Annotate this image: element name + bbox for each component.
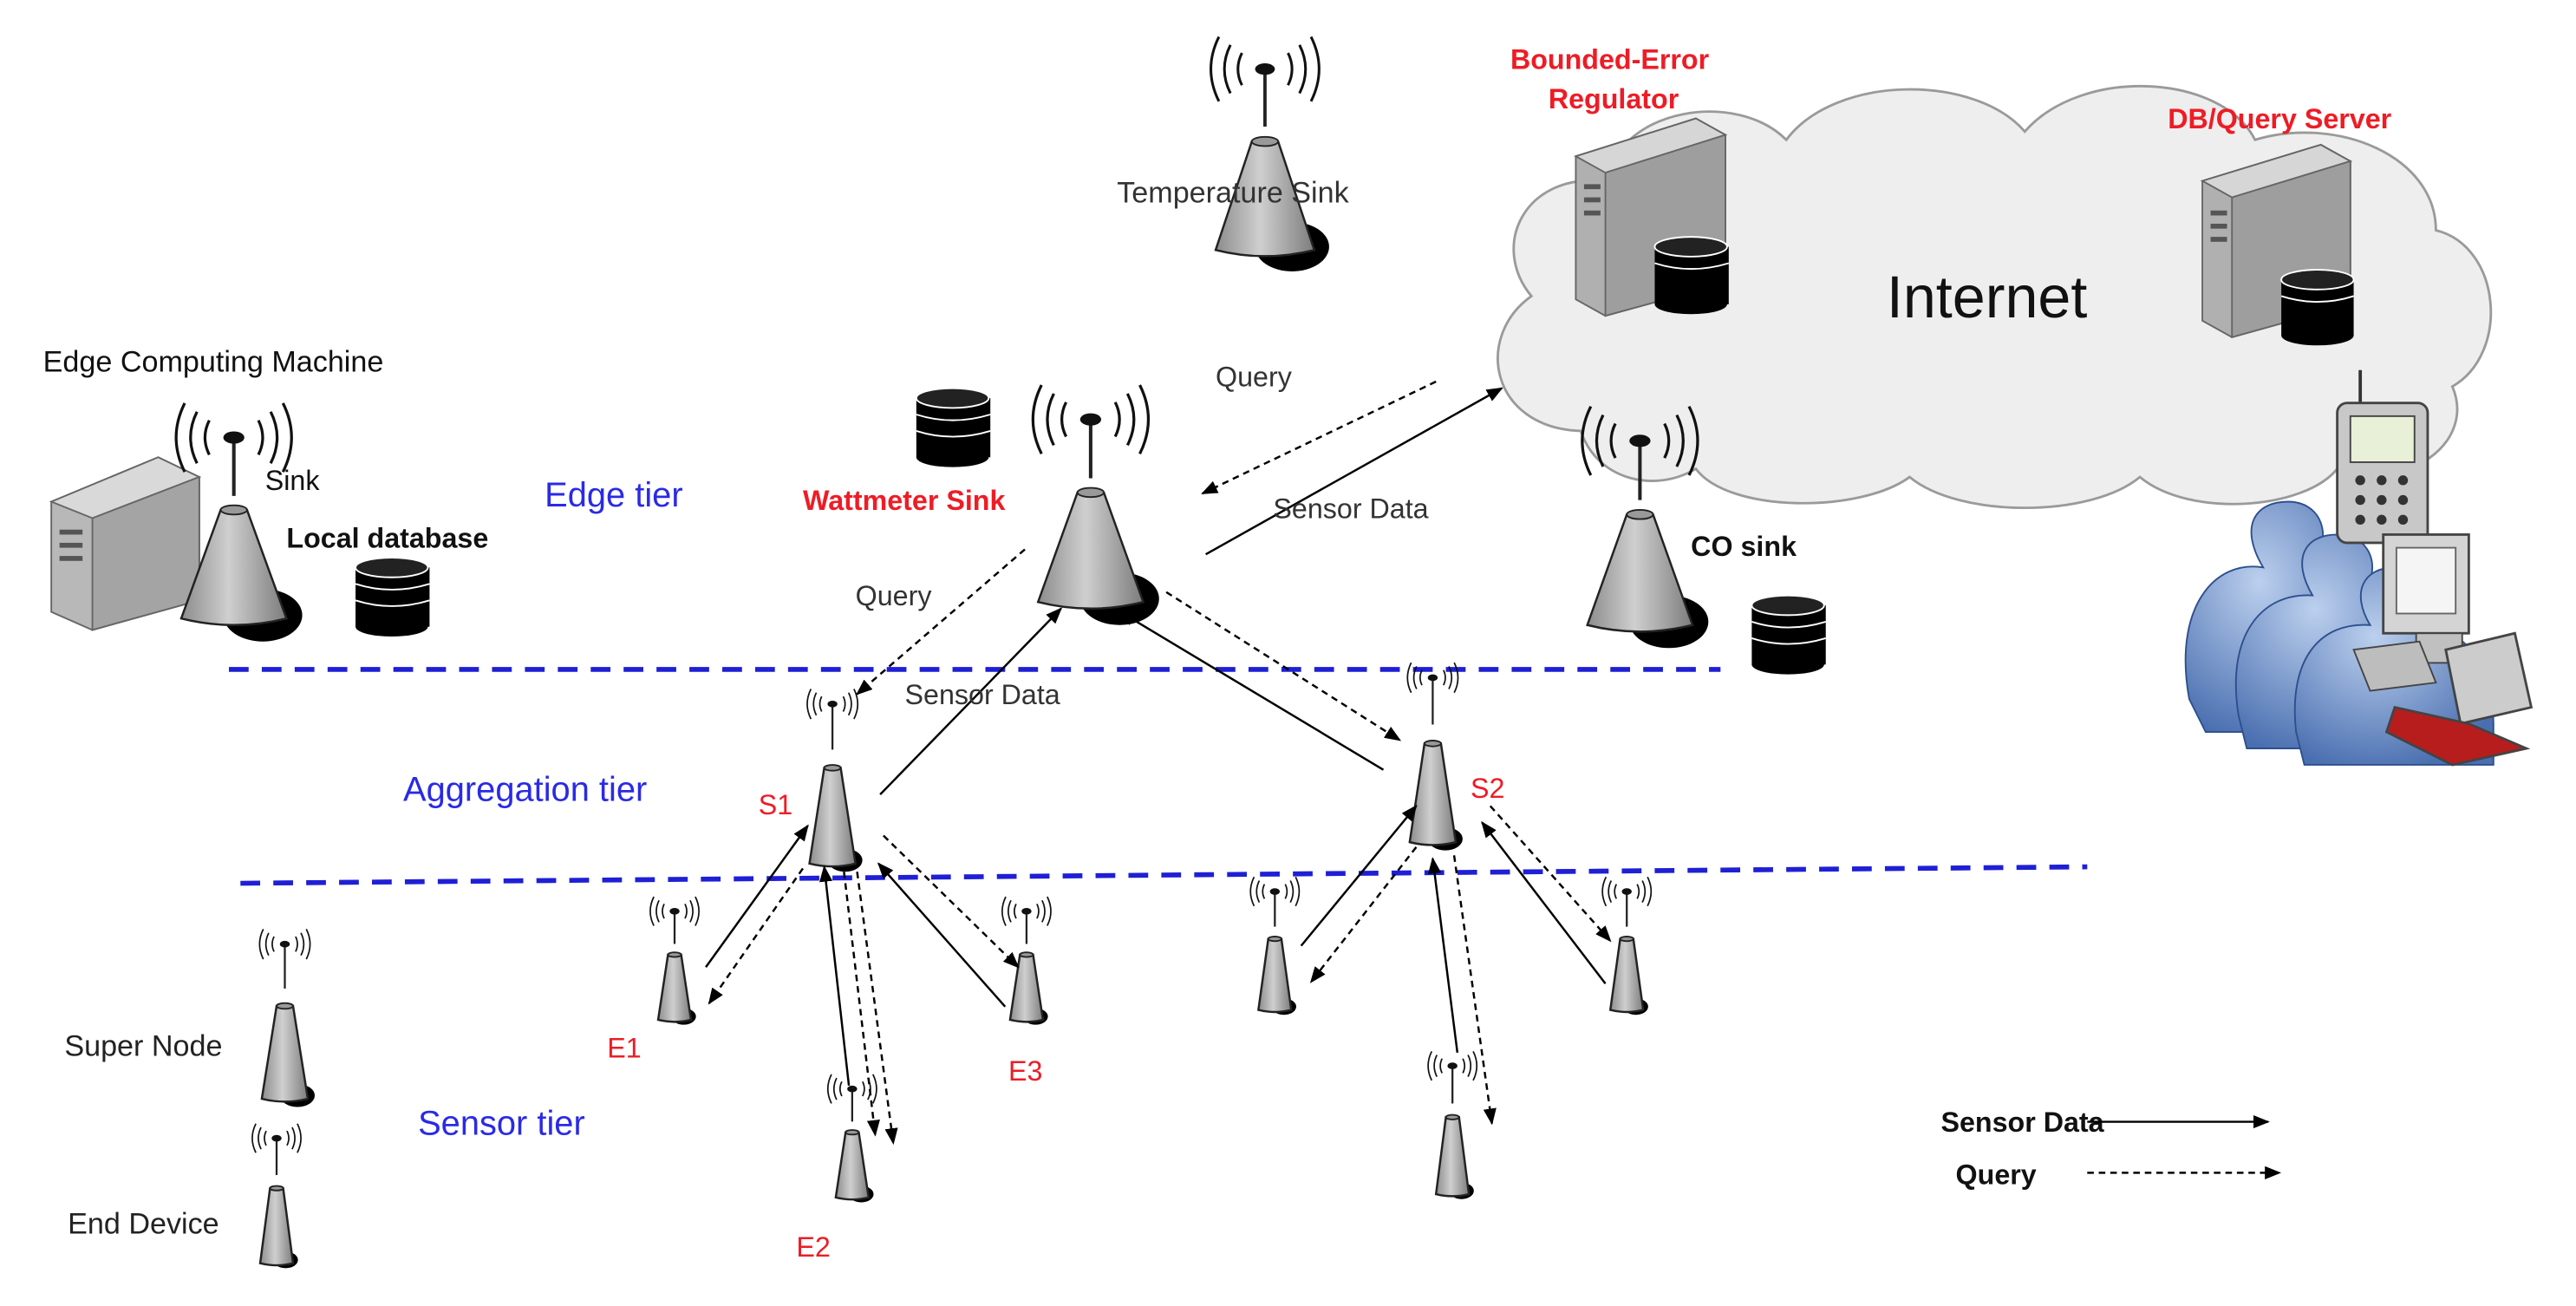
arrow-sensor-data-e2-to-s1 — [818, 865, 851, 1086]
node-e3-label: E3 — [1008, 1055, 1042, 1087]
wattmeter-database-icon — [915, 387, 991, 467]
desktop-computer-icon — [2352, 533, 2470, 692]
legend-query-label: Query — [1956, 1159, 2037, 1191]
node-e1-label: E1 — [607, 1033, 641, 1064]
node-e2-label: E2 — [796, 1231, 830, 1263]
legend-sensor-data-label: Sensor Data — [1941, 1107, 2105, 1138]
arrow-query-s2-to-right — [1489, 805, 1612, 943]
sensor-tier-label: Sensor tier — [418, 1105, 585, 1143]
arrow-sensor-data-bottom-to-s2 — [1428, 857, 1459, 1054]
e3-end-device-tower — [1001, 896, 1052, 1025]
temperature-sink-label: Temperature Sink — [1117, 176, 1349, 209]
arrow-query-from-internet — [1201, 380, 1437, 495]
aggregation-sensor-divider — [240, 864, 2088, 886]
edge-tier-label: Edge tier — [545, 476, 682, 514]
wattmeter-sink-tower — [1031, 384, 1159, 625]
end-device-key-label: End Device — [68, 1208, 219, 1241]
arrow-sensor-data-e1-to-s1 — [705, 824, 809, 968]
regulator-database-icon — [1653, 236, 1730, 315]
laptop-icon — [2384, 631, 2534, 767]
co-sink-label: CO sink — [1691, 531, 1797, 562]
internet-label: Internet — [1887, 264, 2088, 330]
flow-arrows — [705, 380, 1612, 1146]
s2-bottom-device-tower — [1427, 1050, 1478, 1199]
s2-left-device-tower — [1249, 876, 1301, 1015]
arrow-query-sink-to-s2 — [1165, 591, 1402, 741]
edge-server-icon — [49, 456, 202, 631]
s1-super-node-tower — [806, 689, 863, 872]
arrow-query-s1-to-e3 — [883, 834, 1020, 969]
regulator-label: Bounded-Error Regulator — [1510, 44, 1717, 115]
arrow-sensor-data-s2-to-sink — [1118, 611, 1385, 771]
mobile-phone-icon — [2336, 369, 2429, 545]
s2-super-node-tower — [1406, 662, 1463, 851]
local-database-icon — [355, 557, 430, 637]
key-super-node-tower — [258, 928, 316, 1107]
edge-sink-tower — [174, 402, 303, 642]
wattmeter-sink-label: Wattmeter Sink — [803, 485, 1006, 516]
super-node-key-label: Super Node — [64, 1030, 222, 1063]
arrow-query-s2-to-left — [1309, 846, 1418, 983]
arrow-query-s1-to-e1 — [708, 867, 804, 1005]
local-database-label: Local database — [286, 523, 488, 554]
arrow-sensor-data-left-to-s2 — [1300, 804, 1418, 947]
s2-right-device-tower — [1601, 876, 1653, 1015]
co-sink-tower — [1581, 405, 1709, 649]
e2-end-device-tower — [826, 1074, 877, 1203]
legend: Sensor Data Query — [1941, 1107, 2282, 1191]
e1-end-device-tower — [649, 896, 700, 1025]
arrow-query-sink-to-s1 — [856, 548, 1026, 695]
arrow-query-s1-to-e2-a — [843, 872, 880, 1137]
query-label-mid: Query — [856, 580, 933, 611]
co-database-icon — [1751, 594, 1827, 675]
node-s1-label: S1 — [759, 789, 792, 820]
server-database-icon — [2280, 269, 2355, 346]
temperature-sink-tower — [1210, 36, 1329, 271]
node-s2-label: S2 — [1471, 773, 1504, 804]
arrow-sensor-data-e3-to-s1 — [877, 862, 1007, 1008]
arrow-sensor-data-to-internet — [1205, 387, 1503, 556]
edge-machine-title: Edge Computing Machine — [43, 346, 384, 379]
arrow-sensor-data-right-to-s2 — [1481, 820, 1607, 984]
sensor-data-label-top: Sensor Data — [1273, 493, 1428, 524]
db-query-server-label: DB/Query Server — [2168, 103, 2391, 134]
query-label-top: Query — [1216, 362, 1293, 393]
arrow-sensor-data-s1-to-sink — [879, 607, 1063, 795]
aggregation-tier-label: Aggregation tier — [403, 771, 647, 809]
arrow-query-s2-to-bottom — [1452, 855, 1497, 1126]
towers-layer — [174, 36, 1709, 1269]
sensor-data-label-mid: Sensor Data — [905, 679, 1060, 710]
edge-sink-label: Sink — [265, 465, 321, 496]
key-end-device-tower — [251, 1123, 302, 1269]
arrow-query-s1-to-e2-b — [856, 872, 898, 1146]
